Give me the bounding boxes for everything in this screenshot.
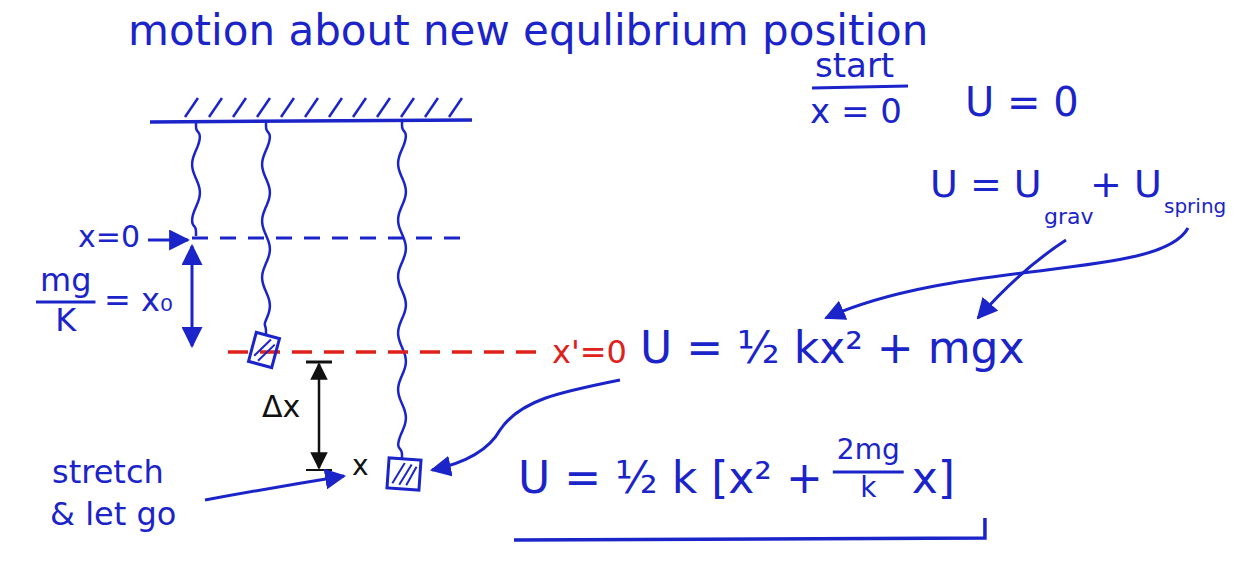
hatch — [401, 98, 414, 117]
underline — [812, 86, 908, 88]
equilibrium-line — [192, 237, 465, 240]
hatch — [209, 98, 222, 117]
hatch — [281, 98, 294, 117]
dimension-arrow — [191, 246, 194, 346]
subscript: spring — [1164, 196, 1226, 216]
hatch — [449, 98, 462, 117]
springs — [192, 121, 406, 459]
energy-equation: + U — [1090, 165, 1162, 203]
hatch — [377, 98, 390, 117]
title: motion about new equlibrium position — [128, 10, 928, 52]
energy-equation: U = ½ kx² + mgx — [640, 326, 1025, 370]
pointer-arrow — [978, 240, 1066, 318]
position-label: x = 0 — [810, 94, 902, 128]
fraction-denominator: k — [860, 474, 876, 502]
energy-equation: x] — [912, 456, 955, 500]
dimension-label: Δx — [262, 392, 300, 422]
pointer-arrow — [148, 239, 188, 242]
energy-value: U = 0 — [965, 82, 1079, 122]
mass-block — [387, 458, 421, 490]
position-label: x — [352, 452, 369, 480]
mass-block — [249, 332, 280, 367]
pointer-arrow — [826, 228, 1188, 318]
fraction-numerator: 2mg — [837, 436, 900, 464]
fraction-denominator: K — [55, 304, 76, 336]
equation-part: = x₀ — [104, 284, 173, 316]
heading-note: start — [815, 48, 894, 82]
subscript: grav — [1044, 206, 1094, 228]
hatch — [329, 98, 342, 117]
dimension-cap — [306, 469, 332, 471]
spring — [398, 121, 406, 459]
hatch — [257, 98, 270, 117]
pointer-arrow — [205, 476, 344, 500]
energy-equation: U = ½ k [x² + — [518, 456, 823, 500]
note: stretch — [52, 456, 164, 488]
dimension-arrow — [318, 364, 321, 468]
dimension-cap — [306, 361, 332, 364]
hatch — [233, 98, 246, 117]
position-label: x=0 — [78, 222, 140, 252]
spring — [262, 122, 270, 336]
ceiling-line — [150, 120, 472, 122]
hatch — [185, 98, 198, 117]
hatch — [305, 98, 318, 117]
note: & let go — [50, 498, 176, 530]
fraction-numerator: mg — [40, 264, 91, 296]
energy-equation: U = U — [930, 165, 1042, 203]
hatch — [425, 98, 438, 117]
position-label: x'=0 — [552, 336, 627, 368]
hatch — [353, 98, 366, 117]
ceiling — [150, 98, 472, 122]
result-underline — [514, 518, 985, 540]
spring — [192, 122, 200, 236]
